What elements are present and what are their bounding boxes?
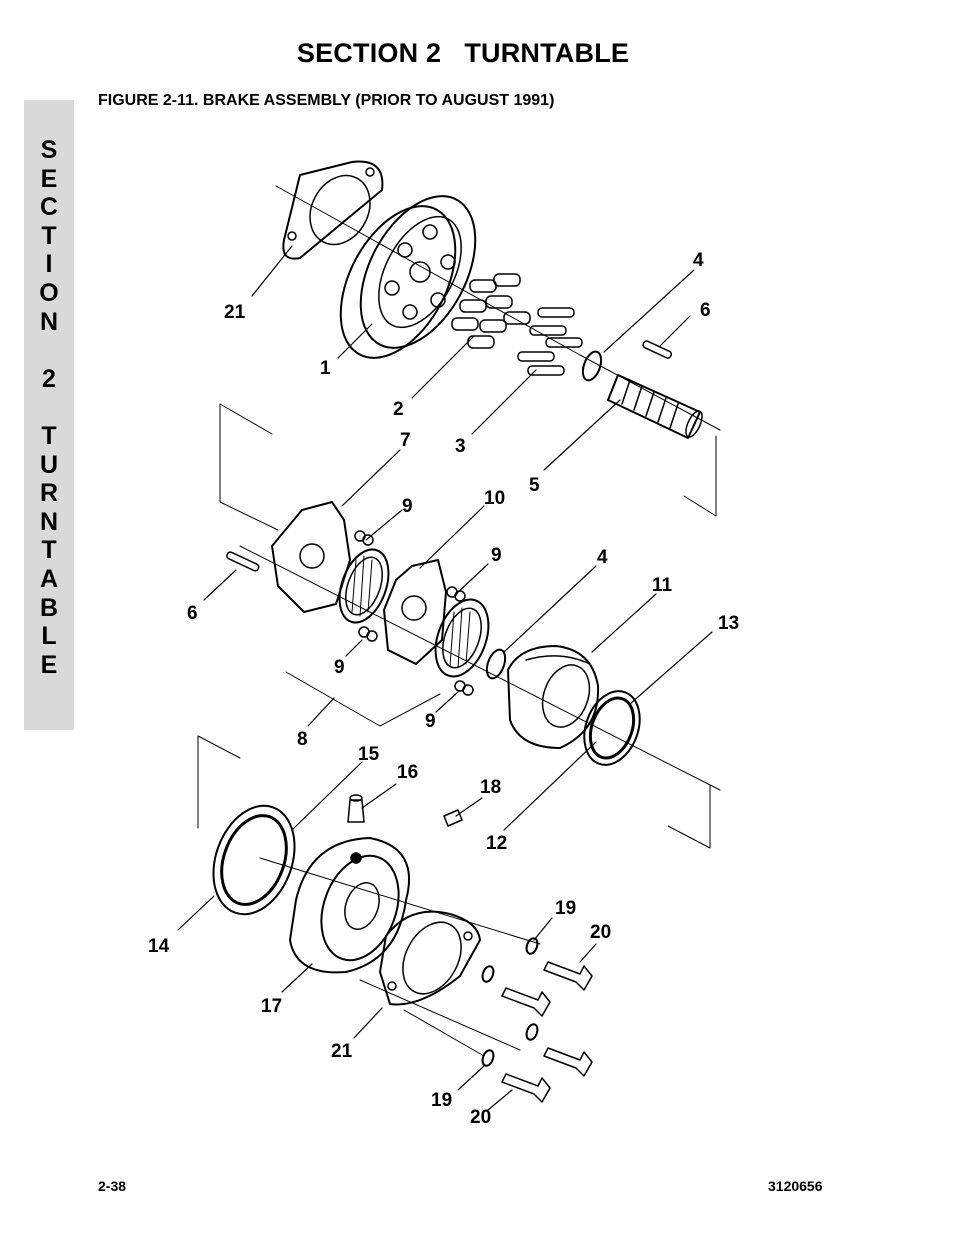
piston-part (507, 645, 600, 749)
side-tab-letter: C (39, 193, 59, 222)
seal-ring-large-part (212, 804, 296, 916)
side-tab-letter: U (39, 450, 59, 479)
stator-plate-middle-part (383, 559, 447, 665)
callout-19-bottom: 19 (431, 1090, 452, 1111)
stator-plate-part (271, 501, 351, 613)
friction-disc-part (338, 548, 390, 624)
snap-ring-middle-part (485, 648, 507, 680)
callout-4-middle: 4 (597, 547, 608, 568)
callout-7: 7 (400, 430, 411, 451)
side-tab-letter: N (39, 507, 59, 536)
callout-3: 3 (455, 436, 466, 457)
callout-19-top: 19 (555, 898, 576, 919)
callout-5: 5 (529, 475, 540, 496)
side-tab-letter: E (40, 164, 58, 193)
side-tab-letter: I (45, 250, 53, 279)
pin-top-part (642, 340, 673, 359)
gasket-bottom-part (379, 910, 481, 1006)
side-tab-letter: S (40, 136, 58, 164)
pin-middle-part (226, 551, 260, 572)
gasket-top-part (282, 160, 384, 260)
fitting-part (347, 794, 365, 823)
callout-2: 2 (393, 399, 404, 420)
side-tab-letter: 2 (42, 364, 56, 393)
callout-8: 8 (297, 729, 308, 750)
friction-disc-middle-part (434, 598, 490, 678)
brake-housing-part (339, 195, 477, 359)
springs-large-part (451, 273, 531, 349)
side-tab-letter: A (39, 564, 59, 593)
figure-title: FIGURE 2-11. BRAKE ASSEMBLY (PRIOR TO AU… (98, 92, 555, 109)
side-tab-letter: T (41, 221, 57, 250)
side-tab-letter: T (41, 536, 57, 565)
callout-17: 17 (261, 996, 282, 1017)
seal-ring-outer-part (583, 690, 641, 766)
callout-18: 18 (480, 777, 501, 798)
washers-part (481, 937, 539, 1067)
side-tab-letter: B (39, 593, 59, 622)
document-number: 3120656 (768, 1178, 823, 1194)
side-tab-letter: T (41, 421, 57, 450)
callout-1: 1 (320, 358, 331, 379)
page-number: 2-38 (98, 1178, 127, 1194)
callout-9-b: 9 (491, 545, 502, 566)
leader-lines (177, 245, 713, 1111)
springs-small-part (517, 307, 583, 376)
callout-21-bottom: 21 (331, 1041, 353, 1062)
callout-6-top: 6 (700, 300, 711, 321)
shaft-part (607, 374, 703, 439)
bolts-part (501, 961, 593, 1103)
callout-10: 10 (484, 488, 505, 509)
snap-ring-top-part (581, 350, 603, 382)
callout-9-d: 9 (425, 711, 436, 732)
callout-14: 14 (148, 936, 170, 957)
side-tab-letter: N (39, 307, 59, 336)
side-tab-letter: L (41, 622, 57, 651)
callout-6-middle: 6 (187, 603, 198, 624)
callout-9-a: 9 (402, 496, 413, 517)
callout-13: 13 (718, 613, 739, 634)
callout-11: 11 (652, 575, 673, 596)
callout-9-c: 9 (334, 657, 345, 678)
callout-21-top: 21 (224, 302, 246, 323)
small-springs-middle-part (354, 530, 474, 696)
callout-12: 12 (486, 833, 507, 854)
side-tab-letter: R (39, 479, 59, 508)
side-tab-letter: E (40, 650, 58, 679)
brake-cover-part (289, 837, 411, 974)
callout-20-bottom: 20 (470, 1107, 491, 1128)
callout-16: 16 (397, 762, 418, 783)
callout-15: 15 (358, 744, 380, 765)
callout-4-top: 4 (693, 250, 704, 271)
side-tab-letter: O (39, 278, 59, 307)
plug-part (443, 809, 463, 827)
callout-20-top: 20 (590, 922, 611, 943)
section-title: SECTION 2 TURNTABLE (296, 38, 630, 68)
